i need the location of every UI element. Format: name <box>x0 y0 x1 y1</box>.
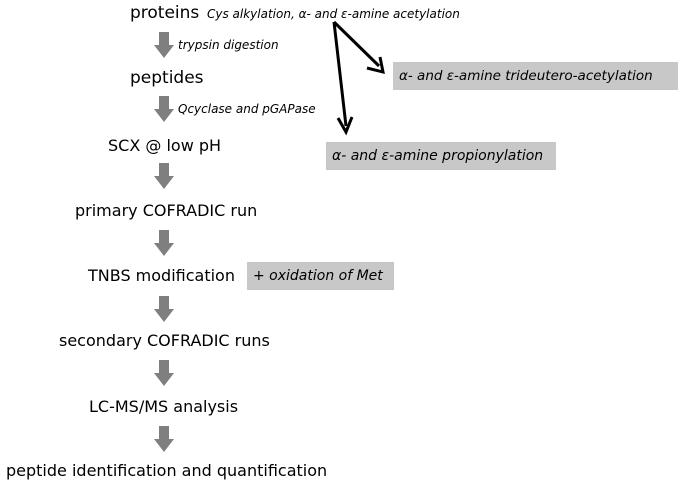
pointer-arrow-propionylation <box>332 21 348 127</box>
step-peptides: peptides <box>130 68 204 88</box>
down-arrow-icon <box>154 32 174 58</box>
note-qcyclase: Qcyclase and pGAPase <box>178 102 316 116</box>
pointer-arrow-trideutero <box>332 20 381 68</box>
pointer-arrowhead-trideutero <box>366 56 385 75</box>
down-arrow-icon <box>154 163 174 189</box>
step-tnbs-modification: TNBS modification <box>88 266 235 285</box>
down-arrow-icon <box>154 426 174 452</box>
down-arrow-icon <box>154 296 174 322</box>
step-scx: SCX @ low pH <box>108 136 222 155</box>
pointer-arrowhead-propionylation <box>336 116 354 136</box>
note-trypsin-digestion: trypsin digestion <box>178 38 279 52</box>
down-arrow-icon <box>154 360 174 386</box>
down-arrow-icon <box>154 96 174 122</box>
down-arrow-icon <box>154 230 174 256</box>
step-identification-quantification: peptide identification and quantificatio… <box>6 461 328 480</box>
step-primary-cofradic: primary COFRADIC run <box>75 201 258 220</box>
step-lcms-analysis: LC-MS/MS analysis <box>89 397 239 416</box>
box-trideutero-acetylation: α- and ε-amine trideutero-acetylation <box>393 62 678 90</box>
box-oxidation-met: + oxidation of Met <box>247 262 394 290</box>
step-proteins: proteins <box>130 3 200 23</box>
box-propionylation: α- and ε-amine propionylation <box>326 142 556 170</box>
step-secondary-cofradic: secondary COFRADIC runs <box>59 331 270 350</box>
note-protein-treatment: Cys alkylation, α- and ε-amine acetylati… <box>207 7 460 21</box>
